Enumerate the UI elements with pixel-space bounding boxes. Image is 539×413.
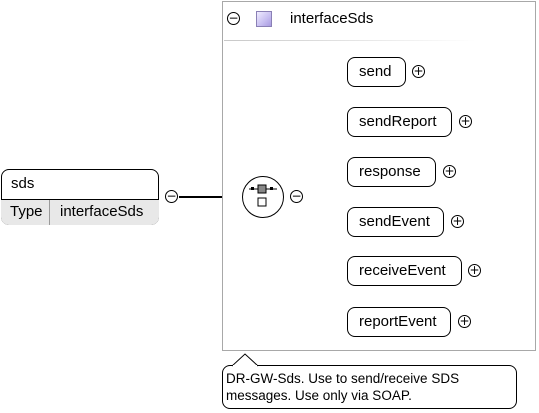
annotation-pointer [232, 353, 259, 367]
expand-button-send[interactable]: + [412, 64, 425, 78]
type-value-label: interfaceSds [60, 203, 144, 220]
child-element-response[interactable]: response [347, 157, 436, 187]
sequence-icon [249, 184, 277, 207]
sequence-compositor[interactable] [242, 176, 284, 218]
annotation-line-1: DR-GW-Sds. Use to send/receive SDS [226, 371, 460, 386]
expand-button-sendReport[interactable]: + [459, 114, 472, 128]
root-element-collapse-button[interactable]: − [165, 189, 178, 203]
annotation-box: DR-GW-Sds. Use to send/receive SDS messa… [222, 365, 517, 409]
complex-type-icon [256, 11, 272, 27]
type-header-divider [224, 40, 476, 41]
sequence-collapse-button[interactable]: − [290, 189, 303, 203]
child-element-receiveEvent[interactable]: receiveEvent [347, 256, 462, 286]
expand-button-reportEvent[interactable]: + [458, 314, 471, 328]
type-collapse-button[interactable]: − [227, 11, 240, 25]
root-element-type-row: Type interfaceSds [1, 199, 159, 225]
child-element-sendReport[interactable]: sendReport [347, 107, 452, 137]
child-element-send[interactable]: send [347, 57, 406, 87]
root-element-name: sds [11, 175, 35, 192]
type-key-label: Type [1, 200, 50, 225]
child-element-sendEvent[interactable]: sendEvent [347, 207, 444, 237]
child-element-reportEvent[interactable]: reportEvent [347, 307, 451, 337]
annotation-line-2: messages. Use only via SOAP. [226, 388, 412, 403]
type-container-label: interfaceSds [290, 10, 374, 27]
expand-button-response[interactable]: + [443, 164, 456, 178]
expand-button-receiveEvent[interactable]: + [468, 263, 481, 277]
expand-button-sendEvent[interactable]: + [451, 214, 464, 228]
